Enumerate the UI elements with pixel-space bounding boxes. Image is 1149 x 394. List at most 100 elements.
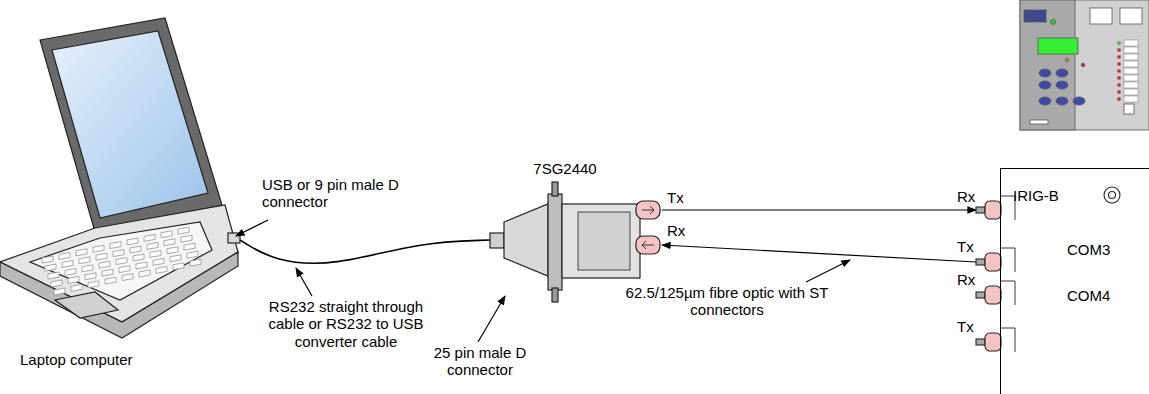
node-text: COM4	[1067, 287, 1137, 304]
connector-callout: 25 pin male D connector	[426, 344, 534, 379]
d-connector-illustration-part	[552, 288, 558, 302]
relay-ports-part	[985, 333, 1001, 351]
led-column	[1117, 40, 1138, 102]
keyboard-key	[167, 247, 178, 254]
keyboard-key	[139, 270, 150, 277]
port-label: Tx	[957, 318, 979, 335]
led	[1117, 41, 1121, 45]
keyboard-key	[65, 268, 76, 275]
cable-callout: RS232 straight through cable or RS232 to…	[266, 298, 426, 350]
keyboard-key	[156, 266, 167, 273]
fibre-callout: 62.5/125µm fibre optic with ST connector…	[612, 284, 842, 319]
fibre-optic-link	[662, 245, 976, 262]
keyboard-key	[184, 243, 195, 250]
node-text: IRIG-B	[1013, 187, 1093, 204]
relay-front-illustration-part	[1038, 38, 1078, 54]
relay-front-illustration-part	[1039, 69, 1051, 77]
relay-front-illustration-part	[1081, 63, 1085, 67]
relay-ports-part	[976, 259, 985, 265]
relay-front-illustration-part	[1073, 97, 1085, 105]
d-connector-illustration-part	[548, 194, 562, 290]
keyboard-key	[88, 281, 99, 288]
relay-ports-part	[976, 207, 985, 213]
d-connector-illustration-part	[490, 233, 504, 248]
laptop-figure: Laptop computer	[8, 15, 240, 375]
keyboard-key	[85, 273, 96, 280]
relay-front-illustration-part	[1056, 81, 1068, 89]
relay-front-illustration-part	[1056, 69, 1068, 77]
port-label: Rx	[957, 188, 979, 205]
keyboard-key	[130, 246, 141, 253]
relay-ports-part	[1001, 196, 1015, 352]
relay-ports-part	[985, 286, 1001, 304]
relay-ports-part	[1109, 192, 1116, 199]
keyboard-key	[42, 256, 53, 263]
laptop-illustration-part	[30, 222, 212, 300]
led-label	[1124, 68, 1138, 74]
keyboard-key	[105, 277, 116, 284]
relay-ports-part	[985, 201, 1001, 219]
port-label: Tx	[667, 189, 697, 206]
led-label	[1124, 61, 1138, 67]
keyboard-key	[110, 242, 121, 249]
keyboard-key	[102, 269, 113, 276]
d-connector-illustration-part	[578, 212, 630, 270]
keyboard-key	[173, 263, 184, 270]
node-text: COM3	[1067, 241, 1137, 258]
keyboard-key	[45, 264, 56, 271]
relay-front-illustration-part	[1124, 104, 1134, 114]
laptop-illustration	[0, 18, 240, 338]
keyboard-key	[68, 276, 79, 283]
keyboard-key	[127, 238, 138, 245]
keyboard-key	[51, 280, 62, 287]
relay-ports-part	[976, 292, 985, 298]
led	[1117, 62, 1121, 66]
led	[1117, 55, 1121, 59]
led-label	[1124, 47, 1138, 53]
relay-front-illustration-part	[1024, 10, 1046, 22]
port-label: Tx	[957, 238, 979, 255]
relay-front-illustration-part	[1030, 120, 1048, 124]
keyboard-key	[187, 251, 198, 258]
led-label	[1124, 82, 1138, 88]
d-connector-illustration-part	[562, 204, 640, 278]
keyboard-key	[93, 245, 104, 252]
rs232-cable	[240, 240, 490, 263]
keyboard-key	[164, 239, 175, 246]
d-connector-illustration-part	[642, 206, 654, 249]
keyboard-key	[153, 258, 164, 265]
leader-lines-part	[296, 268, 312, 296]
keyboard-key	[79, 257, 90, 264]
keyboard-key	[54, 288, 65, 295]
led	[1117, 97, 1121, 101]
relay-ports	[976, 187, 1120, 352]
keyboard-key	[122, 274, 133, 281]
led	[1117, 48, 1121, 52]
led-label	[1124, 75, 1138, 81]
relay-front-illustration-part	[1039, 97, 1051, 105]
node-text: Laptop computer	[20, 351, 220, 368]
laptop-illustration-part	[52, 31, 208, 218]
cable-callout: USB or 9 pin male D connector	[262, 176, 402, 211]
keyboard-key	[170, 255, 181, 262]
keyboard-key	[113, 250, 124, 257]
relay-front-illustration-part	[1056, 97, 1068, 105]
laptop-illustration-part	[0, 205, 238, 322]
led-label	[1124, 89, 1138, 95]
keyboard-key	[71, 284, 82, 291]
keyboard-key	[150, 250, 161, 257]
keyboard-key	[76, 249, 87, 256]
leader-lines-part	[236, 220, 268, 236]
relay-front-illustration-part	[1120, 8, 1142, 24]
converter-figure: 7SG2440	[490, 158, 662, 295]
led	[1117, 83, 1121, 87]
led-label	[1124, 96, 1138, 102]
relay-front-illustration-part	[1039, 81, 1051, 89]
d-connector-illustration-part	[504, 204, 548, 276]
d-connector-illustration-part	[552, 182, 558, 196]
keyboard-key	[181, 235, 192, 242]
relay-front-illustration-part	[1020, 0, 1149, 130]
laptop-illustration-part	[55, 292, 118, 318]
node-text: 7SG2440	[500, 160, 630, 177]
